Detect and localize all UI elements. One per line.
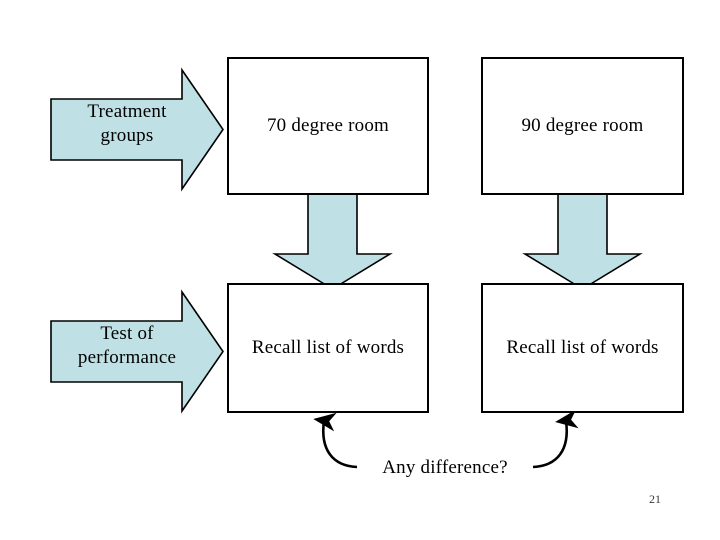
condition-box-90-degree: 90 degree room (481, 57, 684, 195)
outcome-box-recall-right: Recall list of words (481, 283, 684, 413)
curved-arrow-right (532, 409, 579, 469)
right-arrow-test-of-performance (50, 289, 224, 414)
curved-arrow-left (313, 412, 358, 469)
down-arrow-right (522, 179, 643, 290)
question-caption: Any difference? (382, 457, 508, 478)
condition-box-70-degree: 70 degree room (227, 57, 429, 195)
outcome-box-label: Recall list of words (251, 337, 405, 359)
condition-box-label: 70 degree room (266, 115, 390, 137)
condition-box-label: 90 degree room (521, 115, 644, 137)
down-arrow-left (272, 179, 393, 290)
outcome-box-label: Recall list of words (506, 337, 659, 359)
page-number: 21 (649, 492, 661, 506)
right-arrow-treatment-groups (50, 67, 224, 192)
outcome-box-recall-left: Recall list of words (227, 283, 429, 413)
